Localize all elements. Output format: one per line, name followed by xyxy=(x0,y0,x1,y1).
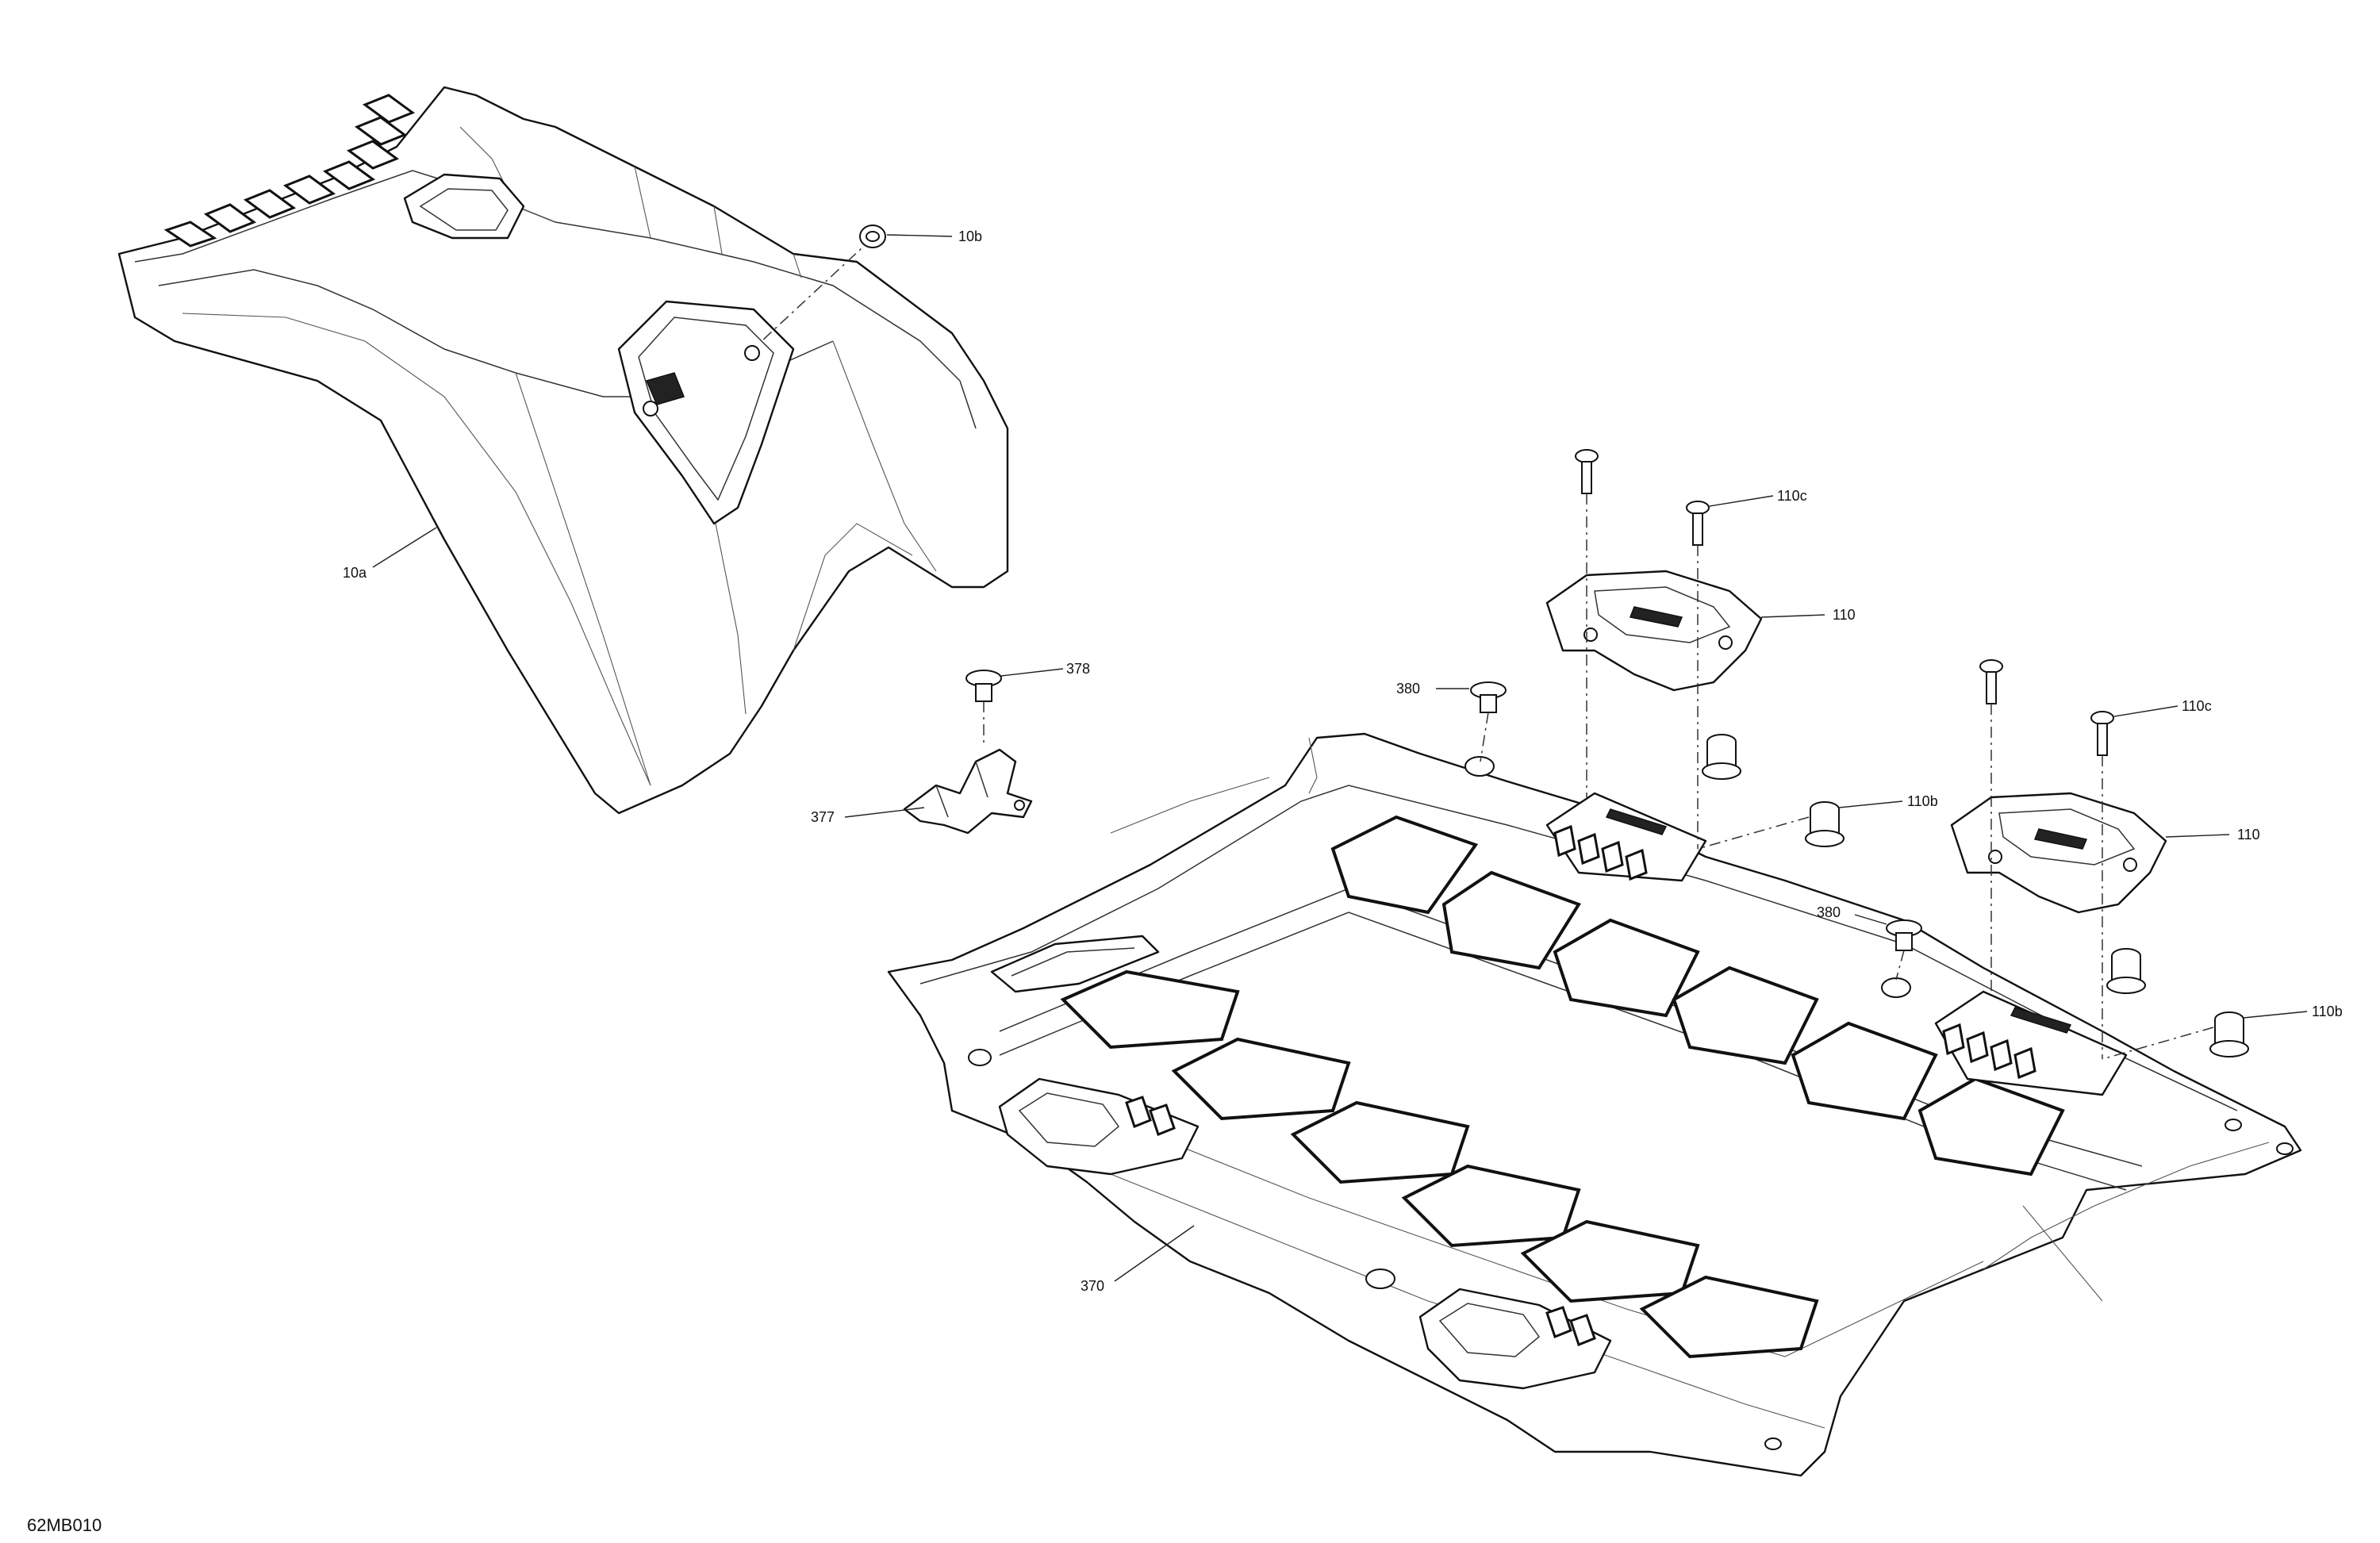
floor-handle-left xyxy=(998,1077,1200,1176)
figure-code: 62MB010 xyxy=(27,1515,102,1535)
callout-10b: 10b xyxy=(958,228,982,244)
callout-110c-second: 110c xyxy=(2182,698,2212,714)
floor-grille-upper xyxy=(1545,792,1707,882)
screw-110c-lower-left xyxy=(1979,659,2003,992)
handle-110-lower xyxy=(1950,792,2230,914)
handle-110-upper xyxy=(1545,570,1825,692)
callout-110-first: 110 xyxy=(1833,607,1856,623)
nut-110b-lower-2 xyxy=(2102,1011,2308,1060)
vent-fins xyxy=(163,94,416,248)
fastener-380-lower xyxy=(1854,914,1922,981)
fastener-10b xyxy=(859,225,953,248)
screw-110c-upper-left xyxy=(1575,449,1599,797)
callout-110b-second: 110b xyxy=(2312,1004,2343,1019)
callout-380-second: 380 xyxy=(1817,904,1841,920)
handle-recess-10a xyxy=(617,300,795,525)
callout-378: 378 xyxy=(1066,661,1090,677)
callout-10a: 10a xyxy=(343,565,367,581)
fastener-380-upper xyxy=(1436,681,1507,762)
floor-grille-lower xyxy=(1934,990,2128,1096)
callout-110b-first: 110b xyxy=(1907,793,1938,809)
callout-370: 370 xyxy=(1081,1278,1104,1294)
part-10a-cover xyxy=(117,86,1009,815)
screw-110c-upper-right xyxy=(1686,495,1774,849)
nut-110b-upper-2 xyxy=(1697,800,1903,850)
callout-377: 377 xyxy=(811,809,835,825)
part-370-floor-plate xyxy=(887,732,2302,1477)
leader-370 xyxy=(1114,1225,1195,1282)
nut-110b-upper-1 xyxy=(1702,734,1741,780)
clip-377 xyxy=(844,701,1033,835)
callout-380-first: 380 xyxy=(1396,681,1420,697)
callout-110-second: 110 xyxy=(2237,827,2260,843)
callout-110c-first: 110c xyxy=(1777,488,1807,504)
nut-110b-lower-1 xyxy=(2106,948,2146,994)
floor-handle-right xyxy=(1418,1288,1612,1390)
leader-10a xyxy=(372,527,437,568)
fastener-378 xyxy=(965,668,1064,702)
screw-110c-lower-right xyxy=(2090,705,2178,1059)
floor-pads xyxy=(1060,815,2065,1359)
